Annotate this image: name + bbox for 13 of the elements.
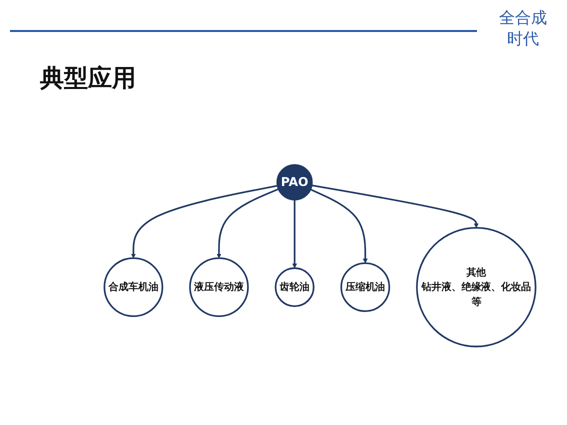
node-circle: 液压传动液: [189, 256, 249, 316]
arrow: [310, 188, 368, 263]
slogan-text: 全合成时代: [498, 8, 548, 50]
node-circle: 合成车机油: [104, 256, 164, 316]
arrow: [130, 184, 278, 258]
arrow: [312, 184, 479, 228]
arrow: [292, 200, 298, 268]
slide-title: 典型应用: [40, 63, 136, 94]
node-circle: 齿轮油: [274, 266, 314, 307]
node-circle: 其他 钻井液、绝缘液、化妆品等: [416, 226, 536, 347]
arrow: [216, 188, 278, 258]
node-circle: 压缩机油: [340, 262, 390, 312]
node-circle: PAO: [276, 164, 313, 200]
